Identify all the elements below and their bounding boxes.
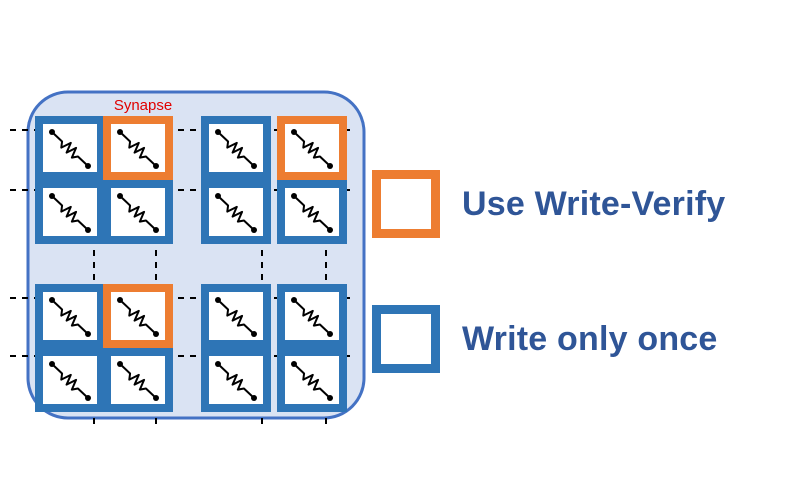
node-dot-top [291,361,297,367]
synapse-cell [35,284,105,348]
synapse-cell [277,348,347,412]
resistor-symbol [293,363,331,399]
cell-frame-blue [201,116,271,180]
node-dot-bottom [153,163,159,169]
synapse-cell [201,284,271,348]
resistor-symbol [217,131,255,167]
synapse-cell [277,284,347,348]
node-dot-bottom [85,395,91,401]
cell-frame-orange [103,284,173,348]
cell-frame-blue [35,284,105,348]
cell-frame-blue [201,284,271,348]
node-dot-bottom [327,163,333,169]
node-dot-top [215,193,221,199]
node-dot-top [117,361,123,367]
legend-label-write-verify: Use Write-Verify [462,184,726,223]
node-dot-bottom [251,163,257,169]
synapse-cells [35,116,347,412]
synapse-cell [103,116,173,180]
cell-frame-blue [35,348,105,412]
cell-frame-blue [103,348,173,412]
node-dot-top [49,193,55,199]
node-dot-top [49,297,55,303]
resistor-symbol [51,195,89,231]
node-dot-bottom [327,227,333,233]
node-dot-top [291,129,297,135]
node-dot-top [117,129,123,135]
node-dot-bottom [85,331,91,337]
resistor-symbol [293,131,331,167]
resistor-symbol [217,299,255,335]
legend-swatch-blue [372,305,440,373]
node-dot-bottom [251,227,257,233]
resistor-symbol [293,195,331,231]
node-dot-top [215,361,221,367]
node-dot-bottom [153,227,159,233]
resistor-symbol [119,299,157,335]
cell-frame-blue [103,180,173,244]
legend-label-write-once: Write only once [462,319,718,358]
resistor-symbol [119,363,157,399]
node-dot-top [215,129,221,135]
synapse-cell [277,180,347,244]
node-dot-bottom [85,227,91,233]
cell-frame-blue [277,180,347,244]
legend-swatch-orange [372,170,440,238]
resistor-symbol [293,299,331,335]
node-dot-bottom [327,395,333,401]
resistor-symbol [51,131,89,167]
node-dot-bottom [251,395,257,401]
node-dot-bottom [153,395,159,401]
synapse-label: Synapse [114,97,172,114]
node-dot-top [215,297,221,303]
node-dot-top [49,361,55,367]
cell-frame-orange [277,116,347,180]
node-dot-bottom [251,331,257,337]
resistor-symbol [119,131,157,167]
cell-frame-blue [35,116,105,180]
resistor-symbol [217,195,255,231]
node-dot-top [291,193,297,199]
synapse-cell [103,180,173,244]
cell-frame-blue [277,284,347,348]
legend-item-write-verify: Use Write-Verify [372,170,725,238]
synapse-cell [35,116,105,180]
node-dot-bottom [153,331,159,337]
synapse-cell [201,180,271,244]
cell-frame-blue [201,348,271,412]
node-dot-top [117,297,123,303]
synapse-cell [103,348,173,412]
cell-frame-blue [201,180,271,244]
node-dot-top [291,297,297,303]
cell-frame-blue [35,180,105,244]
synapse-cell [103,284,173,348]
resistor-symbol [51,363,89,399]
resistor-symbol [119,195,157,231]
node-dot-top [49,129,55,135]
cell-frame-blue [277,348,347,412]
synapse-cell [201,348,271,412]
legend-item-write-once: Write only once [372,305,718,373]
node-dot-bottom [327,331,333,337]
node-dot-top [117,193,123,199]
synapse-cell [35,348,105,412]
synapse-cell [277,116,347,180]
resistor-symbol [51,299,89,335]
synapse-cell [35,180,105,244]
cell-frame-orange [103,116,173,180]
node-dot-bottom [85,163,91,169]
resistor-symbol [217,363,255,399]
synapse-cell [201,116,271,180]
